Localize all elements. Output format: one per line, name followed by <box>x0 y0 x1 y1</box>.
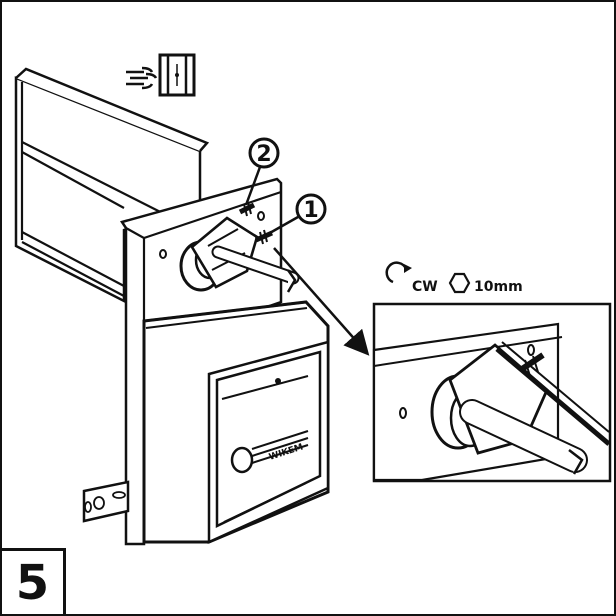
bolt-2 <box>238 201 256 217</box>
callout-2: 2 <box>244 137 280 206</box>
hexagon-nut-icon <box>448 272 471 294</box>
zoom-arrow-icon <box>273 247 370 356</box>
callout-1-label: 1 <box>303 198 318 223</box>
detail-inset <box>372 302 612 483</box>
callout-2-label: 2 <box>256 142 271 167</box>
airflow-damper-icon <box>126 53 196 97</box>
shaft-clamp-assembly <box>179 201 300 293</box>
direction-label: CW <box>412 279 438 295</box>
clockwise-arrow-icon <box>385 261 408 284</box>
callout-1: 1 <box>267 193 327 236</box>
actuator-enclosure: WIKEM <box>142 300 330 544</box>
bottom-bracket <box>82 480 130 523</box>
step-number: 5 <box>15 554 50 611</box>
torque-legend: CW 10mm <box>385 261 523 295</box>
wrench-size-label: 10mm <box>474 279 523 295</box>
step-number-box: 5 <box>2 548 66 614</box>
